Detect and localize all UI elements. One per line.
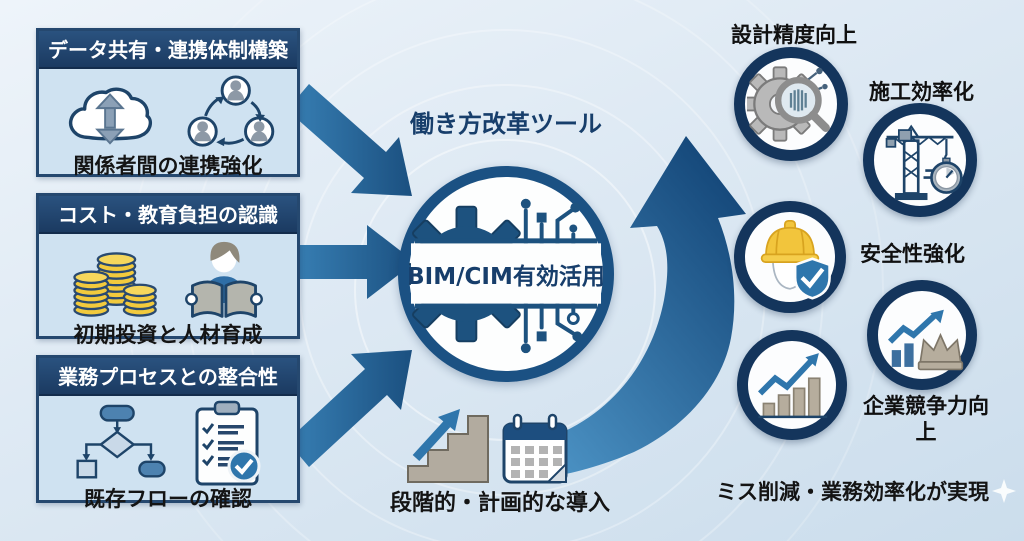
phased-adoption-icons [402, 402, 568, 486]
reading-person-icon [185, 241, 263, 318]
growth-swoosh-arrow [537, 136, 746, 477]
outcome-circle-design [734, 47, 848, 161]
result-text: ミス削減・業務効率化が実現 [716, 480, 989, 504]
feed-arrow-middle [292, 225, 415, 299]
panel-header: データ共有・連携体制構築 [39, 31, 297, 69]
icon-row [68, 238, 268, 324]
gear-magnifier-icon [747, 66, 830, 142]
calendar-icon [502, 413, 568, 484]
panel-data-sharing: データ共有・連携体制構築 [36, 28, 300, 177]
outcome-circle-safety [734, 201, 846, 313]
outcome-circle-efficiency [737, 330, 847, 440]
bar-chart-growth-icon [758, 353, 828, 419]
coins-icon [73, 252, 157, 317]
outcome-circle-construction [863, 103, 977, 217]
panel-header: コスト・教育負担の認識 [39, 196, 297, 234]
phased-adoption-caption: 段階的・計画的な導入 [389, 491, 610, 516]
stairs-growth-icon [407, 409, 489, 483]
helmet-shield-icon [760, 220, 831, 300]
label-band [410, 243, 602, 304]
checklist-icon [195, 400, 261, 486]
feed-arrow-top [287, 84, 412, 196]
cloud-sync-icon [68, 87, 153, 145]
gear-circuit-icon [409, 198, 602, 354]
outcome-label-construction: 施工効率化 [869, 80, 974, 104]
panel-process-alignment: 業務プロセスとの整合性 [36, 355, 300, 510]
panel-body: 初期投資と人材育成 [39, 234, 297, 346]
panel-caption: 既存フローの確認 [84, 487, 252, 511]
person-node [187, 75, 275, 147]
panel-body: 既存フローの確認 [39, 396, 297, 510]
result-row: ミス削減・業務効率化が実現 [716, 476, 1016, 506]
circuit-nodes [520, 198, 583, 354]
feed-arrow-bottom [287, 350, 412, 467]
outcome-circle-competitiveness [867, 280, 977, 390]
panel-cost-training: コスト・教育負担の認識 [36, 193, 300, 346]
hub-label: BIM/CIM有効活用 [407, 264, 605, 290]
outcome-label-design: 設計精度向上 [731, 23, 857, 47]
people-cycle-icon [187, 75, 275, 147]
panel-caption: 初期投資と人材育成 [73, 323, 263, 347]
crane-stopwatch-icon [885, 124, 963, 201]
bimcim-hub: BIM/CIM有効活用 [398, 166, 614, 382]
growth-crown-icon [888, 309, 964, 371]
flowchart-icon [76, 404, 166, 479]
sparkle-icon [992, 479, 1016, 503]
center-title: 働き方改革ツール [410, 110, 602, 138]
panel-header: 業務プロセスとの整合性 [39, 358, 297, 396]
icon-row [60, 73, 276, 155]
icon-row [69, 400, 267, 488]
panel-body: 関係者間の連携強化 [39, 69, 297, 182]
panel-caption: 関係者間の連携強化 [73, 153, 263, 178]
outcome-label-competitiveness: 企業競争力向上 [863, 394, 989, 445]
outcome-label-safety: 安全性強化 [860, 242, 965, 266]
